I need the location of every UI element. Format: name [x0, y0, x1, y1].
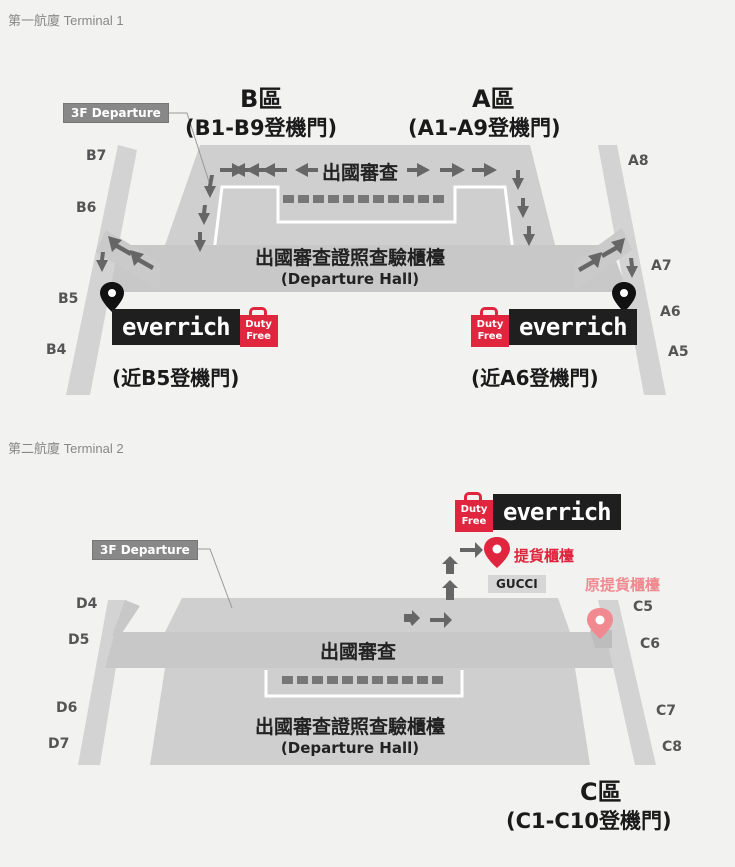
t1-passport-desks — [283, 195, 444, 203]
gate-a8: A8 — [628, 153, 649, 169]
gate-b4: B4 — [46, 342, 67, 358]
gate-a6: A6 — [660, 304, 681, 320]
t2-connector — [105, 632, 625, 668]
t2-old-pickup-pin-icon — [587, 608, 613, 639]
gate-d5: D5 — [68, 632, 90, 648]
store-brand: everrich — [493, 494, 621, 530]
hall-name: 出國審查證照查驗櫃檯 — [255, 247, 446, 269]
t1-hall-outline — [210, 185, 517, 269]
t2-gucci-shop: GUCCI — [488, 575, 546, 593]
zone-c-range: (C1-C10登機門) — [506, 809, 672, 833]
gate-c6: C6 — [640, 636, 661, 652]
hall-name-en: (Departure Hall) — [280, 739, 420, 757]
zone-b-range: (B1-B9登機門) — [185, 116, 338, 140]
t2-zone-c: C區 — [580, 778, 622, 806]
t1-store-right-location: (近A6登機門) — [471, 366, 599, 390]
t1-tag-leader — [160, 112, 211, 186]
shopping-bag-icon: Duty Free — [455, 492, 493, 532]
store-brand: everrich — [112, 309, 240, 345]
t2-right-pier — [598, 600, 656, 765]
hall-name-en: (Departure Hall) — [280, 270, 420, 288]
zone-a-title: A區 — [472, 85, 515, 113]
t1-zone-b: B區 — [240, 85, 282, 113]
t2-passport-control: 出國審查 — [320, 641, 397, 663]
t1-passport-control: 出國審查 — [322, 162, 399, 184]
t1-store-left[interactable]: everrich Duty Free — [112, 307, 278, 347]
t1-zone-b-range: (B1-B9登機門) — [185, 115, 337, 141]
t2-departure-tag: 3F Departure — [92, 540, 198, 560]
duty-free-badge: Duty Free — [239, 315, 278, 347]
t1-departure-hall: 出國審查證照查驗櫃檯 (Departure Hall) — [255, 243, 445, 288]
zone-a-range: (A1-A9登機門) — [408, 116, 561, 140]
duty-free-badge: Duty Free — [455, 500, 493, 532]
t2-pickup-counter: 提貨櫃檯 — [514, 547, 575, 565]
terminal1-caption: 第一航廈 Terminal 1 — [8, 13, 124, 28]
zone-c-title: C區 — [580, 778, 622, 806]
t2-left-wall — [112, 600, 140, 636]
t1-store-right[interactable]: Duty Free everrich — [471, 307, 637, 347]
t1-connector — [100, 245, 628, 292]
t2-pickup-pin-icon — [484, 537, 510, 568]
gate-b7: B7 — [86, 148, 107, 164]
terminal2-caption: 第二航廈 Terminal 2 — [8, 441, 124, 456]
t2-zone-c-range: (C1-C10登機門) — [506, 808, 672, 834]
t2-store[interactable]: Duty Free everrich — [455, 492, 621, 532]
gate-a5: A5 — [668, 344, 689, 360]
store-brand: everrich — [509, 309, 637, 345]
gate-c7: C7 — [656, 703, 677, 719]
t1-pin-left-icon — [100, 282, 124, 312]
gate-a7: A7 — [651, 258, 672, 274]
shopping-bag-icon: Duty Free — [471, 307, 509, 347]
t2-lower-hall — [150, 668, 590, 765]
t2-flow-arrows — [404, 542, 483, 628]
terminal1-floorplan — [66, 112, 666, 395]
zone-b-title: B區 — [240, 85, 283, 113]
gate-d7: D7 — [48, 736, 70, 752]
t1-zone-a: A區 — [472, 85, 515, 113]
t2-departure-hall: 出國審查證照查驗櫃檯 (Departure Hall) — [255, 712, 445, 757]
t2-passport-desks — [282, 676, 443, 684]
gate-d4: D4 — [76, 596, 98, 612]
gate-b5: B5 — [58, 291, 79, 307]
gate-b6: B6 — [76, 200, 97, 216]
shopping-bag-icon: Duty Free — [239, 307, 278, 347]
gate-c5: C5 — [633, 599, 654, 615]
t2-hall-outline — [264, 670, 464, 698]
t2-old-pickup-counter: 原提貨櫃檯 — [585, 576, 661, 594]
t1-flow-arrows — [96, 163, 638, 278]
hall-name: 出國審查證照查驗櫃檯 — [255, 716, 446, 738]
gate-d6: D6 — [56, 700, 78, 716]
duty-free-badge: Duty Free — [471, 315, 509, 347]
t1-departure-tag: 3F Departure — [63, 103, 169, 123]
gate-c8: C8 — [662, 739, 683, 755]
t1-pin-right-icon — [612, 282, 636, 312]
t1-store-left-location: (近B5登機門) — [112, 366, 240, 390]
t1-zone-a-range: (A1-A9登機門) — [408, 115, 561, 141]
t2-main-hall — [165, 598, 570, 632]
